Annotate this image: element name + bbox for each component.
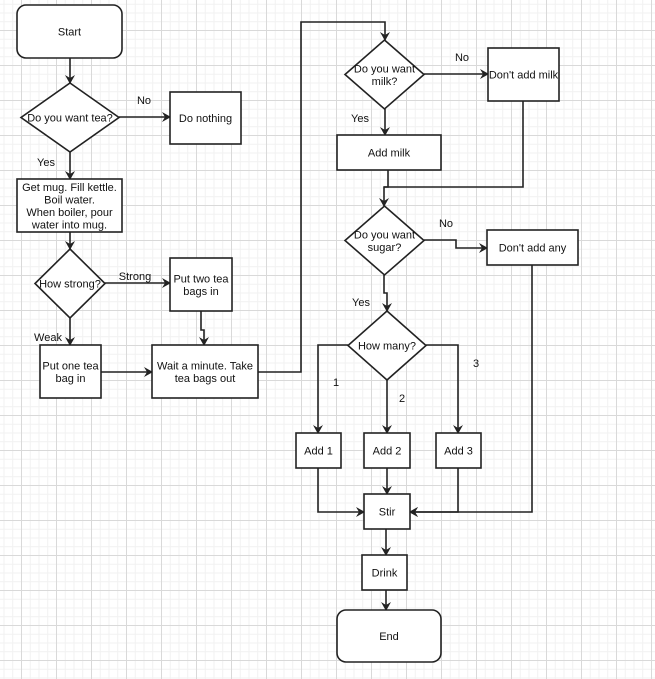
node-add1[interactable]: Add 1 — [295, 432, 342, 469]
edge-label: Yes — [352, 297, 370, 309]
node-add2[interactable]: Add 2 — [363, 432, 411, 469]
terminal-shape — [16, 4, 123, 59]
edge-label: Yes — [37, 157, 55, 169]
node-label: Get mug. Fill kettle.Boil water.When boi… — [22, 182, 117, 232]
process-box — [169, 257, 233, 312]
edge-no-sugar-to-stir — [409, 265, 533, 517]
decision-diamond — [343, 204, 426, 277]
process-box — [361, 554, 408, 591]
edge-add-milk-to-want-sugar — [379, 170, 389, 207]
node-label: Start — [58, 27, 81, 39]
process-box — [295, 432, 342, 469]
edge-label: 1 — [333, 377, 339, 389]
node-no-milk[interactable]: Don't add milk — [487, 47, 560, 102]
node-label: Don't add any — [499, 243, 567, 255]
terminal-shape — [336, 609, 442, 663]
node-label: Add 1 — [304, 446, 333, 458]
edge-label: 2 — [399, 393, 405, 405]
edge-label: No — [137, 95, 151, 107]
node-stir[interactable]: Stir — [363, 493, 411, 530]
node-label: Add 3 — [444, 446, 473, 458]
edge-wait-to-want-milk — [258, 21, 390, 373]
process-box — [39, 344, 102, 399]
edge-label: No — [455, 52, 469, 64]
edge-want-sugar-to-no-sugar — [424, 239, 488, 253]
node-add-milk[interactable]: Add milk — [336, 134, 442, 171]
node-add3[interactable]: Add 3 — [435, 432, 482, 469]
process-box — [363, 493, 411, 530]
node-label: How strong? — [39, 279, 101, 291]
node-no-sugar[interactable]: Don't add any — [486, 229, 579, 266]
node-how-strong[interactable]: How strong? — [33, 247, 107, 320]
decision-diamond — [33, 247, 107, 320]
edges-layer — [65, 21, 533, 611]
edge-no-milk-to-want-sugar — [384, 101, 524, 188]
edge-label: Weak — [34, 332, 62, 344]
node-label: Drink — [372, 568, 398, 580]
edge-label: 3 — [473, 358, 479, 370]
edge-add1-to-stir — [317, 468, 365, 517]
node-label: Do nothing — [179, 113, 232, 125]
node-label: How many? — [358, 341, 416, 353]
edge-how-many-to-add3 — [426, 344, 463, 434]
process-box — [486, 229, 579, 266]
node-how-many[interactable]: How many? — [346, 309, 428, 382]
node-label: Add milk — [368, 148, 411, 160]
node-want-tea[interactable]: Do you want tea? — [19, 82, 121, 153]
process-box — [487, 47, 560, 102]
edge-add3-to-stir — [409, 468, 459, 517]
node-label: Don't add milk — [489, 70, 559, 82]
process-box — [16, 178, 123, 233]
process-box — [435, 432, 482, 469]
node-label: Do you want tea? — [27, 113, 113, 125]
node-label: Stir — [379, 507, 396, 519]
edge-label: Strong — [119, 271, 151, 283]
process-box — [151, 344, 259, 399]
process-box — [336, 134, 442, 171]
edge-label: No — [439, 218, 453, 230]
edge-two-bags-to-wait — [199, 311, 209, 346]
node-end[interactable]: End — [336, 609, 442, 663]
decision-diamond — [343, 38, 426, 111]
decision-diamond — [346, 309, 428, 382]
edge-want-sugar-to-how-many — [382, 275, 392, 312]
node-label: End — [379, 631, 399, 643]
node-start[interactable]: Start — [16, 4, 123, 59]
node-do-nothing[interactable]: Do nothing — [169, 91, 242, 145]
decision-diamond — [19, 82, 121, 153]
process-box — [169, 91, 242, 145]
edge-label: Yes — [351, 113, 369, 125]
node-label: Add 2 — [373, 446, 402, 458]
node-drink[interactable]: Drink — [361, 554, 408, 591]
edge-how-many-to-add1 — [313, 344, 348, 434]
process-box — [363, 432, 411, 469]
node-get-mug[interactable]: Get mug. Fill kettle.Boil water.When boi… — [16, 178, 123, 233]
